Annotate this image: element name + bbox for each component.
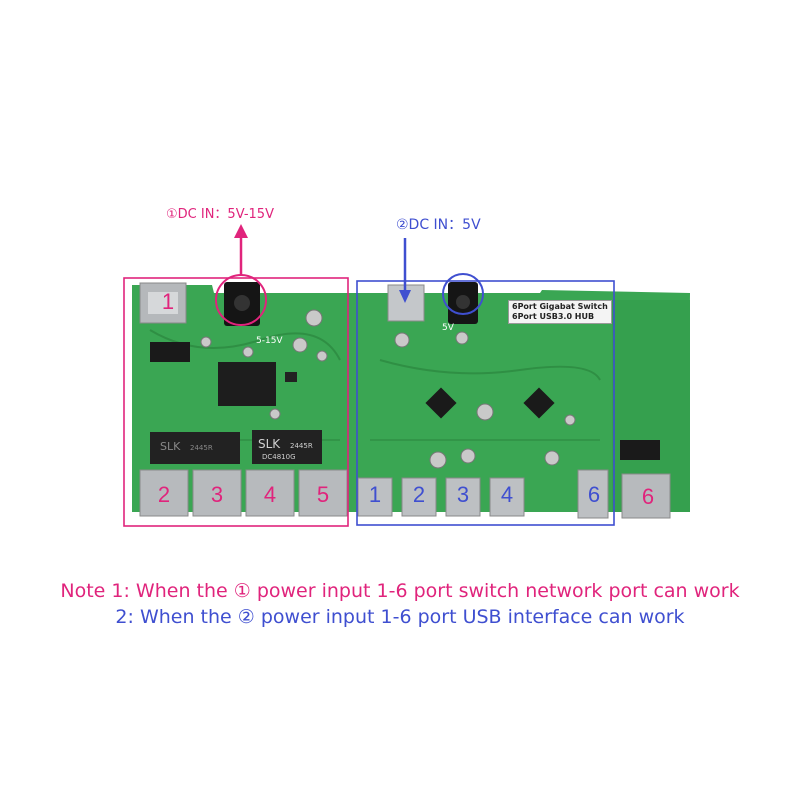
- ic-chip: [285, 372, 297, 382]
- usb-port-3: [445, 477, 481, 517]
- ic-chip: [150, 342, 190, 362]
- rj45-port-3: [192, 469, 242, 517]
- switch-port-number-2: 2: [158, 482, 170, 507]
- dc-in-1-label: ①DC IN：5V-15V: [166, 207, 274, 222]
- capacitor: [316, 350, 328, 362]
- rj45-port-6: [621, 473, 671, 519]
- dc-jack-2-highlight: [442, 273, 484, 315]
- rj45-port-4: [245, 469, 295, 517]
- usb-port-number-6: 6: [588, 482, 600, 507]
- capacitor: [292, 337, 308, 353]
- usb-port-number-2: 2: [413, 482, 425, 507]
- capacitor: [305, 309, 323, 327]
- usb-port-2: [401, 477, 437, 517]
- hub-chip: [425, 387, 457, 419]
- transformer-2-text-b: 2445R: [290, 442, 313, 450]
- switch-port-number-1: 1: [162, 289, 174, 314]
- capacitor: [242, 346, 254, 358]
- capacitor: [394, 332, 410, 348]
- board-label-line-1: 6Port Gigabat Switch: [512, 302, 608, 311]
- note-line-2: 2: When the ② power input 1-6 port USB i…: [115, 606, 685, 628]
- usb-port-number-3: 3: [457, 482, 469, 507]
- capacitor: [455, 331, 469, 345]
- board-label-line-2: 6Port USB3.0 HUB: [512, 312, 595, 321]
- ic-chip: [620, 440, 660, 460]
- silkscreen-voltage-2: 5V: [442, 323, 455, 333]
- usb-ports: [357, 469, 609, 519]
- capacitor: [460, 448, 476, 464]
- switch-port-number-5: 5: [317, 482, 329, 507]
- arrow-2-head: [399, 290, 411, 303]
- trace: [379, 359, 601, 381]
- rj45-port-5: [298, 469, 348, 517]
- arrow-1-head: [234, 224, 248, 238]
- transformer-2-text-c: DC4810G: [262, 453, 296, 461]
- transformer-2: [252, 430, 322, 464]
- capacitor: [269, 408, 281, 420]
- switch-port-number-6: 6: [642, 484, 654, 509]
- capacitor: [476, 403, 494, 421]
- transformer-1-text-b: 2445R: [190, 444, 213, 452]
- ic-chip: [218, 362, 276, 406]
- usb-port-number-4: 4: [501, 482, 513, 507]
- note-line-1: Note 1: When the ① power input 1-6 port …: [60, 580, 740, 602]
- dc-in-2-label: ②DC IN：5V: [396, 217, 481, 233]
- switch-port-number-4: 4: [264, 482, 276, 507]
- transformer-1-text-a: SLK: [160, 440, 181, 453]
- usb-port-number-1: 1: [369, 482, 381, 507]
- switch-port-number-3: 3: [211, 482, 223, 507]
- usb-port-5: [577, 469, 609, 519]
- usb-port-4: [489, 477, 525, 517]
- silkscreen-voltage-1: 5-15V: [256, 336, 283, 346]
- capacitor: [564, 414, 576, 426]
- rj45-ports-left: [139, 469, 348, 517]
- switch-section-box: [123, 277, 349, 527]
- usb-section-box: [356, 280, 615, 526]
- transformer-1: [150, 432, 240, 464]
- transformer-2-text-a: SLK: [258, 437, 281, 451]
- usb-port-1: [357, 477, 393, 517]
- capacitor: [200, 336, 212, 348]
- hub-chip: [523, 387, 555, 419]
- capacitor: [429, 451, 447, 469]
- rj45-port-2: [139, 469, 189, 517]
- board-product-label: 6Port Gigabat Switch 6Port USB3.0 HUB: [508, 300, 612, 324]
- capacitor: [544, 450, 560, 466]
